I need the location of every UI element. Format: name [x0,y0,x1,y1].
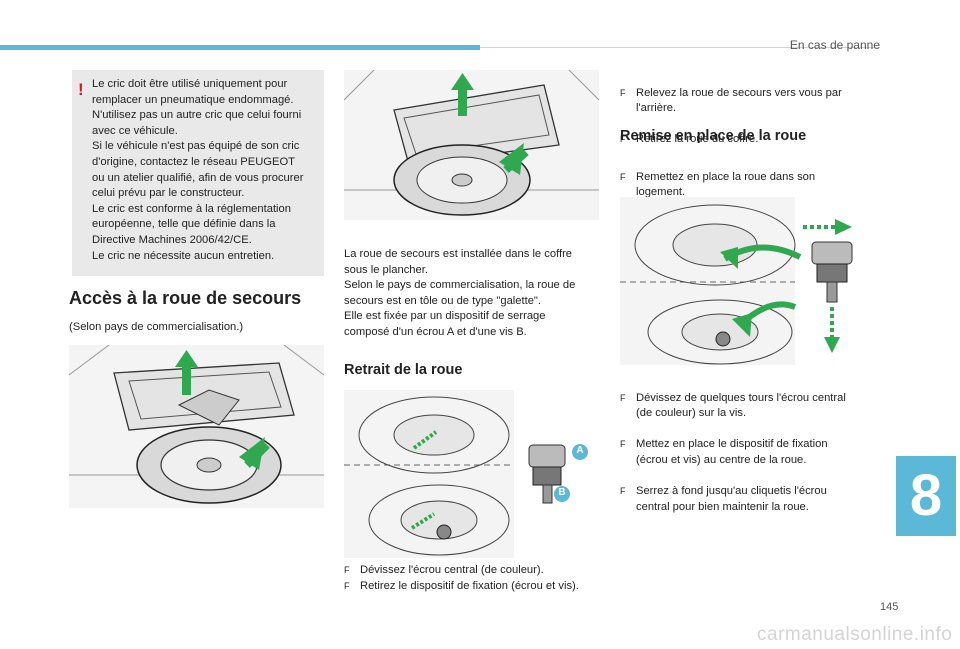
bullet-marker: F [620,171,626,182]
header-rule [480,47,880,48]
watermark: carmanualsonline.info [757,624,953,645]
lift-arrow-shaft-icon [182,365,191,395]
label-a: A [576,445,584,456]
lift-arrow-head-icon [175,350,198,367]
label-b: B [558,487,566,498]
warning-exclamation-icon: ! [78,80,84,99]
bullet-marker: F [344,565,350,575]
bullet-marker: F [620,134,626,145]
page-number: 145 [880,601,899,613]
bullet-marker: F [620,87,626,98]
bullet-marker: F [620,392,626,403]
header-accent-bar [0,45,480,50]
refit-figure [620,197,875,365]
trunk-spare-wheel-figure [69,345,324,508]
access-title: Accès à la roue de secours [69,288,302,308]
chapter-tab: 8 [896,456,956,536]
middle-paragraph: La roue de secours est installée dans le… [344,248,576,338]
bullet-marker: F [620,486,626,497]
section-header: En cas de panne [789,38,880,52]
removal-title: Retrait de la roue [344,362,463,378]
warning-text: Le cric doit être utilisé uniquement pou… [92,78,304,262]
bullet-marker: F [344,580,350,591]
trunk-floor-figure [344,70,599,220]
bullet-marker: F [620,439,626,450]
removal-figure: A B [344,390,599,558]
access-subtitle: (Selon pays de commercialisation.) [69,321,244,333]
refit-title: Remise en place de la roue [620,128,807,144]
warning-box [72,70,324,276]
